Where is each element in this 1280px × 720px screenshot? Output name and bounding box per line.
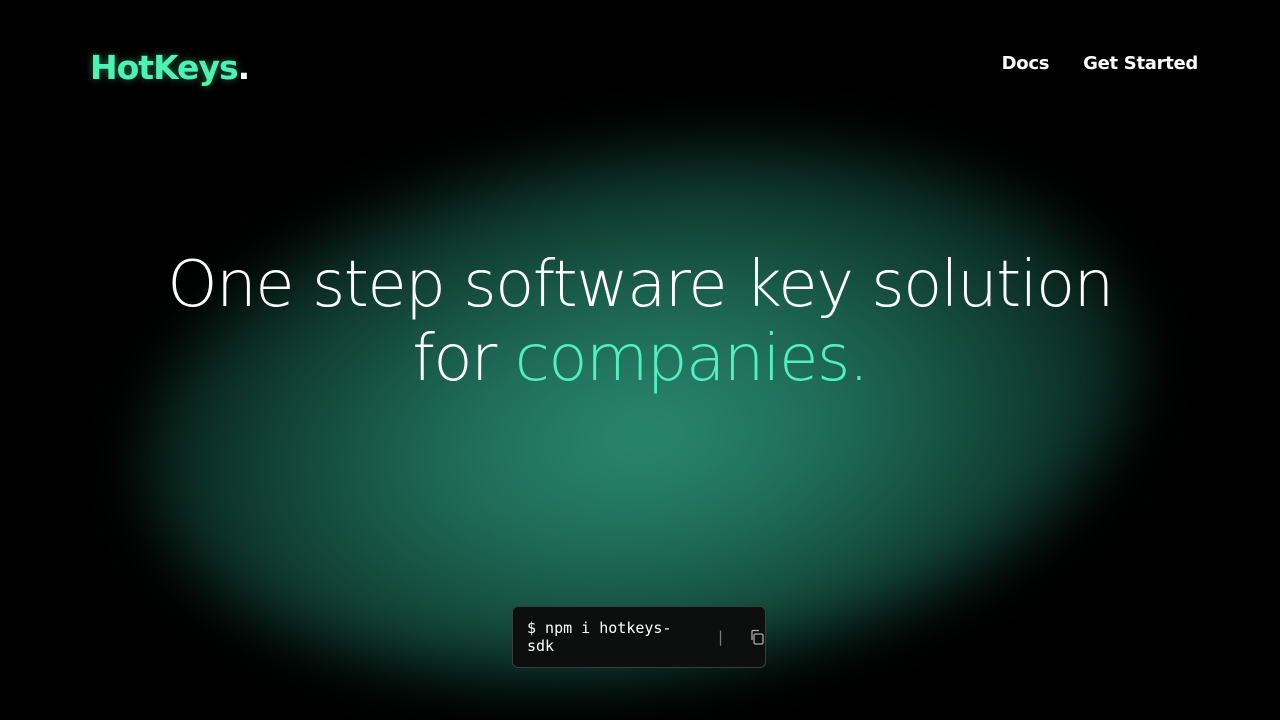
- command-separator: |: [716, 628, 726, 646]
- hero-line-2-prefix: for: [412, 322, 515, 396]
- hero-line-1: One step software key solution: [167, 248, 1114, 322]
- site-header: HotKeys. Docs Get Started: [0, 0, 1280, 140]
- hero-headline: One step software key solution for compa…: [0, 248, 1280, 396]
- logo-text: HotKeys: [90, 48, 239, 87]
- nav-get-started-link[interactable]: Get Started: [1083, 53, 1198, 74]
- install-command-box: $ npm i hotkeys-sdk |: [512, 606, 766, 668]
- install-command-text: $ npm i hotkeys-sdk: [527, 619, 672, 655]
- logo[interactable]: HotKeys.: [90, 48, 251, 87]
- nav-docs-link[interactable]: Docs: [1001, 53, 1050, 74]
- hero-accent-word: companies.: [514, 322, 869, 396]
- main-nav: Docs Get Started: [1001, 53, 1199, 74]
- copy-icon[interactable]: [749, 629, 765, 645]
- logo-dot: .: [237, 48, 251, 87]
